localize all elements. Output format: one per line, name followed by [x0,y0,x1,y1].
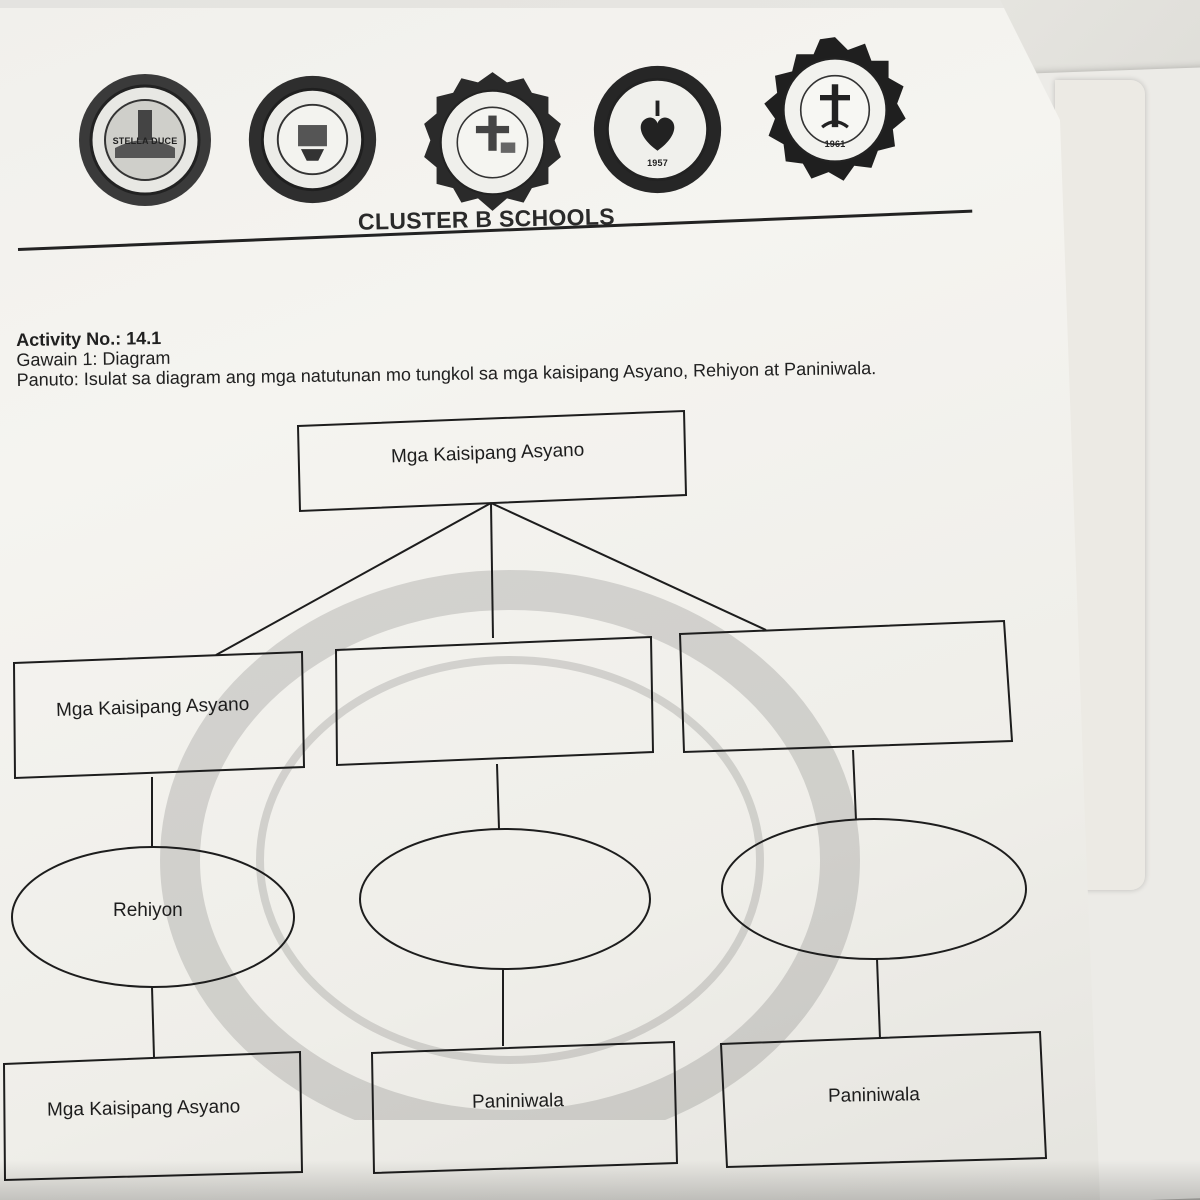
level4-box-1 [2,1050,304,1182]
level2-box-1 [12,650,306,780]
seal-caption: STELLA DUCE [112,136,178,146]
level4-node-label-1: Mga Kaisipang Asyano [46,1096,241,1121]
seal-year: 1961 [824,139,846,149]
seal-our-lady-of-caridad-academy: 1961 [760,35,910,185]
level4-box-3 [719,1030,1048,1169]
level4-box-2 [370,1040,679,1175]
level4-node-label-2: Paniniwala [471,1090,565,1113]
seal-year: 1957 [647,158,668,168]
school-seals-row: STELLA DUCE [75,37,925,215]
root-box [296,409,688,513]
seal-immaculate-heart-of-mary-academy: 1957 [590,62,725,197]
seal-institute-of-technology [245,72,380,207]
level3-ellipse-3 [721,818,1027,960]
seal-stella-duce: STELLA DUCE [75,70,215,210]
paper-top-edge [0,0,1020,8]
photo-shadow [0,1160,1200,1200]
seal-academy-of-magallanes [420,70,565,215]
level2-box-3 [678,619,1014,754]
level3-node-label-1: Rehiyon [113,900,183,921]
level2-box-2 [334,635,655,767]
level4-node-label-3: Paniniwala [827,1084,921,1107]
level3-ellipse-2 [359,828,651,970]
